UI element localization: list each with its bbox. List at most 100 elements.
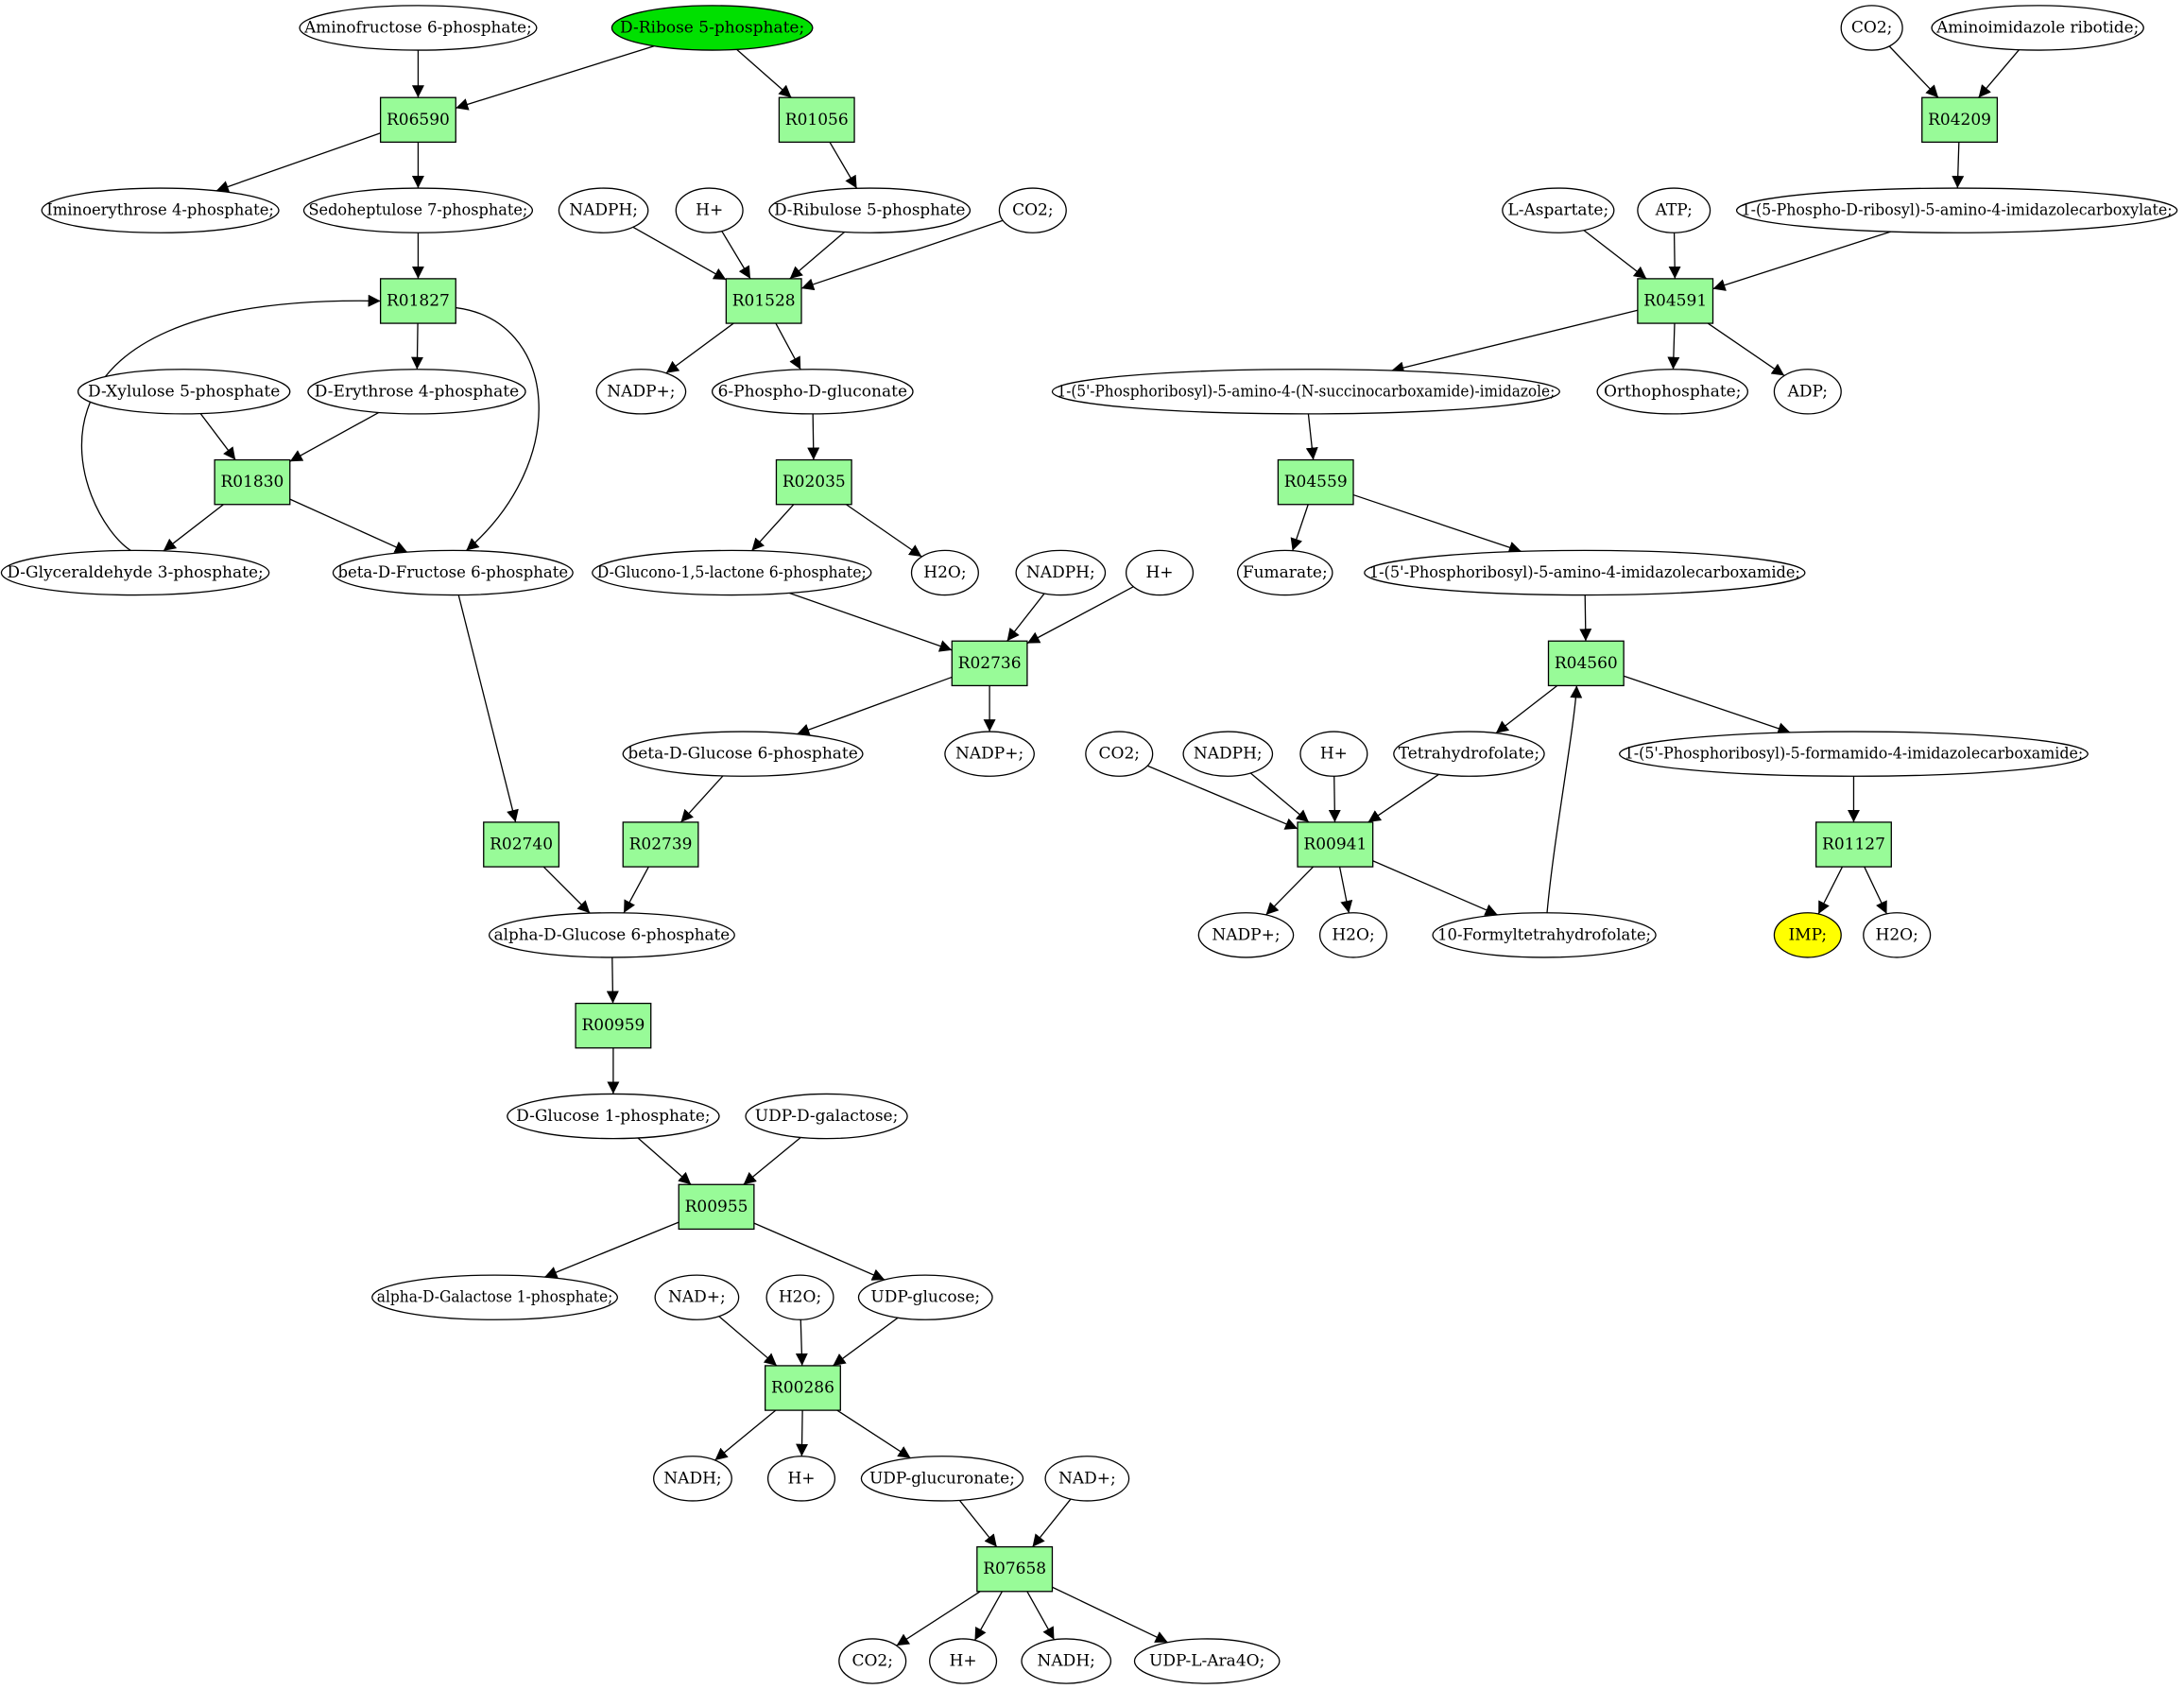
- compound-node-c48[interactable]: H+: [1299, 731, 1368, 777]
- reaction-node-r02739[interactable]: R02739: [622, 821, 699, 868]
- compound-label: ATP;: [1655, 201, 1693, 220]
- compound-node-c40[interactable]: 1-(5-Phospho-D-ribosyl)-5-amino-4-imidaz…: [1735, 187, 2178, 233]
- compound-node-c15[interactable]: D-Glucono-1,5-lactone 6-phosphate;: [592, 549, 872, 596]
- compound-node-c36[interactable]: CO2;: [1840, 5, 1903, 51]
- compound-node-c47[interactable]: NADPH;: [1182, 731, 1274, 777]
- compound-node-c20[interactable]: NADP+;: [944, 731, 1035, 777]
- reaction-node-r04209[interactable]: R04209: [1921, 96, 1999, 144]
- compound-node-c32[interactable]: CO2;: [838, 1638, 907, 1684]
- compound-node-c46[interactable]: CO2;: [1085, 731, 1154, 777]
- compound-node-c55[interactable]: H2O;: [1863, 912, 1932, 958]
- compound-ellipse: [711, 369, 914, 415]
- compound-node-c4[interactable]: Sedoheptulose 7-phosphate;: [302, 187, 534, 233]
- compound-node-c50[interactable]: 1-(5'-Phosphoribosyl)-5-formamido-4-imid…: [1619, 731, 2089, 777]
- compound-ellipse: [77, 369, 291, 415]
- compound-node-c11[interactable]: NADP+;: [595, 369, 687, 415]
- compound-node-c41[interactable]: 1-(5'-Phosphoribosyl)-5-amino-4-(N-succi…: [1051, 369, 1560, 415]
- compound-node-c6[interactable]: H+: [675, 187, 744, 233]
- reaction-node-r06590[interactable]: R06590: [379, 96, 456, 144]
- compound-node-c16[interactable]: H2O;: [910, 549, 979, 596]
- compound-label: NAD+;: [1058, 1469, 1116, 1488]
- compound-label: 6-Phospho-D-gluconate: [718, 382, 907, 401]
- compound-ellipse: [489, 912, 735, 958]
- reaction-box: [1637, 278, 1714, 324]
- compound-node-c2[interactable]: D-Ribose 5-phosphate;: [610, 5, 814, 51]
- compound-node-c33[interactable]: H+: [929, 1638, 998, 1684]
- compound-node-c25[interactable]: NAD+;: [654, 1274, 740, 1320]
- compound-node-c17[interactable]: NADPH;: [1015, 549, 1107, 596]
- compound-node-c53[interactable]: 10-Formyltetrahydrofolate;: [1432, 912, 1657, 958]
- reaction-label: R04560: [1555, 654, 1618, 673]
- compound-node-c14[interactable]: beta-D-Fructose 6-phosphate: [332, 549, 574, 596]
- reaction-node-r00955[interactable]: R00955: [678, 1183, 755, 1231]
- reaction-node-r04559[interactable]: R04559: [1277, 458, 1354, 506]
- compound-node-c21[interactable]: alpha-D-Glucose 6-phosphate: [489, 912, 735, 958]
- compound-node-c45[interactable]: 1-(5'-Phosphoribosyl)-5-amino-4-imidazol…: [1364, 549, 1806, 596]
- reaction-node-r00941[interactable]: R00941: [1297, 821, 1374, 868]
- compound-node-c51[interactable]: NADP+;: [1197, 912, 1295, 958]
- reaction-node-r07658[interactable]: R07658: [976, 1545, 1054, 1593]
- reaction-node-r01127[interactable]: R01127: [1815, 821, 1892, 868]
- compound-node-c29[interactable]: H+: [766, 1456, 836, 1502]
- compound-label: NADPH;: [1194, 745, 1263, 764]
- compound-node-c27[interactable]: UDP-glucose;: [857, 1274, 993, 1320]
- compound-ellipse: [998, 187, 1067, 233]
- compound-ellipse: [332, 549, 574, 596]
- reaction-node-r02740[interactable]: R02740: [483, 821, 560, 868]
- compound-ellipse: [1502, 187, 1615, 233]
- compound-node-c43[interactable]: ADP;: [1773, 369, 1842, 415]
- reaction-node-r02736[interactable]: R02736: [951, 640, 1028, 687]
- compound-label: UDP-glucose;: [870, 1288, 980, 1307]
- compound-node-c3[interactable]: Iminoerythrose 4-phosphate;: [41, 187, 280, 233]
- edge-c2-to-R01056: [736, 48, 792, 98]
- compound-ellipse: [653, 1456, 732, 1502]
- compound-node-c24[interactable]: alpha-D-Galactose 1-phosphate;: [371, 1274, 618, 1320]
- compound-node-c13[interactable]: D-Glyceraldehyde 3-phosphate;: [0, 549, 270, 596]
- compound-node-c19[interactable]: beta-D-Glucose 6-phosphate: [622, 731, 864, 777]
- compound-node-c49[interactable]: Tetrahydrofolate;: [1393, 731, 1545, 777]
- compound-node-c34[interactable]: NADH;: [1021, 1638, 1112, 1684]
- reaction-label: R04591: [1643, 291, 1707, 310]
- reaction-node-r01827[interactable]: R01827: [379, 278, 456, 324]
- compound-node-c7[interactable]: D-Ribulose 5-phosphate: [768, 187, 972, 233]
- compound-node-c28[interactable]: NADH;: [653, 1456, 732, 1502]
- compound-node-c44[interactable]: Fumarate;: [1236, 549, 1333, 596]
- compound-node-c35[interactable]: UDP-L-Ara4O;: [1133, 1638, 1281, 1684]
- reaction-node-r02035[interactable]: R02035: [775, 458, 852, 506]
- reaction-box: [483, 821, 560, 868]
- compound-label: 1-(5'-Phosphoribosyl)-5-amino-4-(N-succi…: [1057, 382, 1555, 401]
- reaction-node-r01528[interactable]: R01528: [725, 278, 802, 324]
- reaction-box: [1297, 821, 1374, 868]
- reaction-box: [951, 640, 1028, 687]
- compound-node-c38[interactable]: L-Aspartate;: [1502, 187, 1615, 233]
- reaction-node-r04560[interactable]: R04560: [1547, 640, 1625, 687]
- compound-node-c22[interactable]: D-Glucose 1-phosphate;: [507, 1093, 720, 1140]
- compound-node-c23[interactable]: UDP-D-galactose;: [745, 1093, 908, 1140]
- compound-node-c37[interactable]: Aminoimidazole ribotide;: [1931, 5, 2144, 51]
- compound-node-c42[interactable]: Orthophosphate;: [1596, 369, 1749, 415]
- compound-node-c52[interactable]: H2O;: [1318, 912, 1388, 958]
- compound-node-c54[interactable]: IMP;: [1773, 912, 1842, 958]
- reaction-node-r00286[interactable]: R00286: [765, 1365, 841, 1411]
- compound-ellipse: [299, 5, 538, 51]
- compound-node-c10[interactable]: D-Erythrose 4-phosphate: [307, 369, 526, 415]
- compound-node-c31[interactable]: NAD+;: [1044, 1456, 1130, 1502]
- reaction-node-r00959[interactable]: R00959: [575, 1002, 652, 1049]
- reaction-node-r01056[interactable]: R01056: [778, 96, 855, 144]
- compound-node-c39[interactable]: ATP;: [1637, 187, 1711, 233]
- compound-label: beta-D-Fructose 6-phosphate: [337, 563, 568, 582]
- compound-label: H+: [1320, 745, 1348, 764]
- compound-node-c1[interactable]: Aminofructose 6-phosphate;: [299, 5, 538, 51]
- compound-node-c5[interactable]: NADPH;: [558, 187, 649, 233]
- compound-ellipse: [1773, 369, 1842, 415]
- edge-R04560-to-c49: [1495, 684, 1558, 734]
- compound-node-c18[interactable]: H+: [1125, 549, 1195, 596]
- compound-node-c8[interactable]: CO2;: [998, 187, 1067, 233]
- compound-node-c30[interactable]: UDP-glucuronate;: [860, 1456, 1024, 1502]
- compound-node-c26[interactable]: H2O;: [765, 1274, 834, 1320]
- reaction-node-r01830[interactable]: R01830: [214, 458, 291, 506]
- reaction-node-r04591[interactable]: R04591: [1637, 278, 1714, 324]
- compound-node-c12[interactable]: 6-Phospho-D-gluconate: [711, 369, 914, 415]
- compound-node-c9[interactable]: D-Xylulose 5-phosphate: [77, 369, 291, 415]
- compound-ellipse: [1197, 912, 1295, 958]
